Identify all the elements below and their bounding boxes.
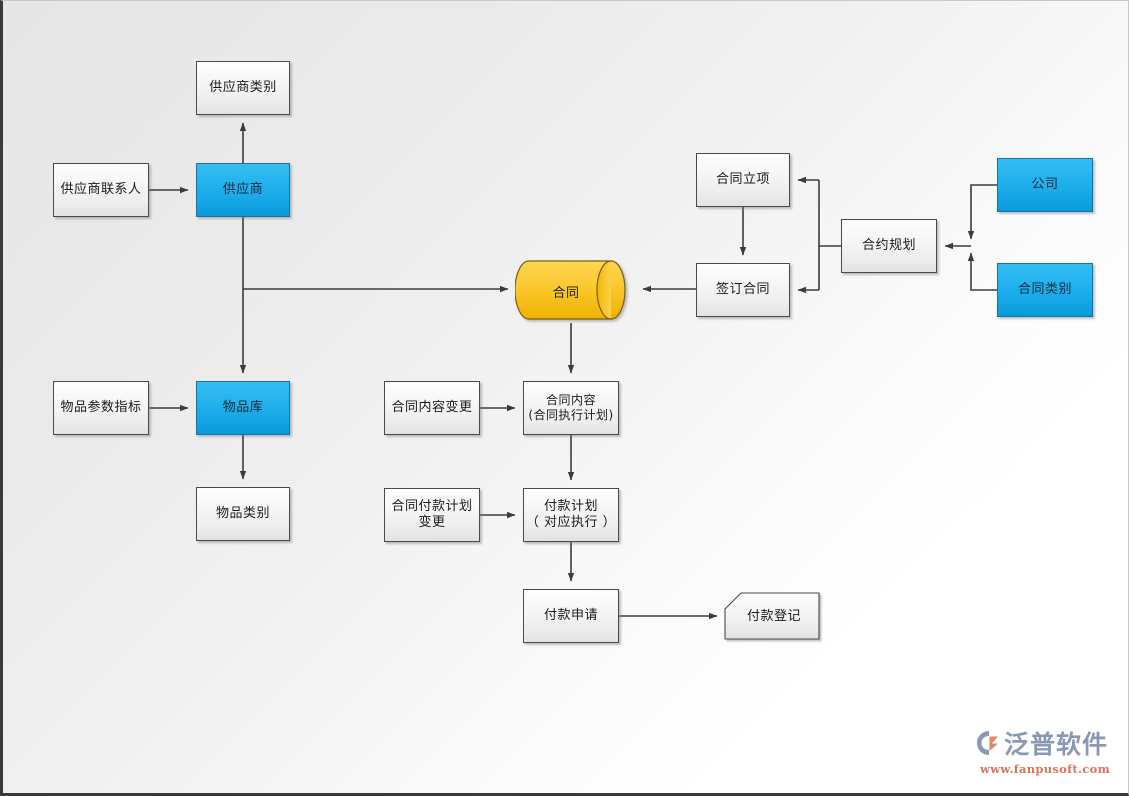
node-label: 合同内容 (合同执行计划) [528,393,614,422]
node-label: 签订合同 [715,281,770,297]
node-contract-type[interactable]: 合同类别 [997,263,1093,317]
watermark-brand-row: 泛普软件 [976,725,1108,761]
node-label: 合约规划 [861,237,916,253]
node-payplan-change[interactable]: 合同付款计划 变更 [384,488,480,542]
node-item-store[interactable]: 物品库 [196,381,290,435]
node-contract-content[interactable]: 合同内容 (合同执行计划) [523,381,619,435]
node-supplier-contact[interactable]: 供应商联系人 [53,163,149,217]
node-company[interactable]: 公司 [997,158,1093,212]
fanpu-logo-icon [977,730,998,755]
node-supplier-category[interactable]: 供应商类别 [196,61,290,115]
node-contract-sign[interactable]: 签订合同 [696,263,790,317]
node-payment-register[interactable]: 付款登记 [724,592,820,640]
edge-contract-plan-split-trunk [818,180,841,247]
node-label: 合同类别 [1017,281,1072,297]
node-label: 物品参数指标 [60,399,142,415]
watermark-url: www.fanpusoft.com [980,761,1111,776]
edge-company-to-contract-plan-leg [967,184,997,240]
node-supplier[interactable]: 供应商 [196,163,290,217]
node-content-change[interactable]: 合同内容变更 [384,381,480,435]
node-label: 付款登记 [746,609,801,625]
node-contract-plan[interactable]: 合约规划 [841,219,937,273]
node-label: 公司 [1031,176,1059,192]
cylinder-icon [514,260,626,320]
node-label: 物品库 [222,399,264,415]
note-shape-icon [724,592,820,640]
node-label: 付款申请 [543,607,598,623]
node-contract-database[interactable]: 合同 [514,257,633,323]
node-label: 合同立项 [715,171,770,187]
node-label: 供应商联系人 [60,181,142,197]
node-payment-plan[interactable]: 付款计划 （ 对应执行 ） [523,488,619,542]
node-label: 合同内容变更 [391,399,473,415]
node-payment-apply[interactable]: 付款申请 [523,589,619,643]
node-contract-setup[interactable]: 合同立项 [696,153,790,207]
node-label: 付款计划 （ 对应执行 ） [525,498,617,530]
watermark: 泛普软件 www.fanpusoft.com [976,723,1114,777]
node-item-category[interactable]: 物品类别 [196,487,290,541]
node-label: 合同 [552,286,580,301]
node-label: 供应商类别 [209,79,277,95]
node-item-param[interactable]: 物品参数指标 [53,381,149,435]
node-label: 物品类别 [215,505,270,521]
node-label: 供应商 [222,181,264,197]
node-label: 合同付款计划 变更 [391,498,473,530]
edge-contract-type-to-contract-plan-leg [967,252,997,291]
watermark-brand: 泛普软件 [1004,729,1109,759]
